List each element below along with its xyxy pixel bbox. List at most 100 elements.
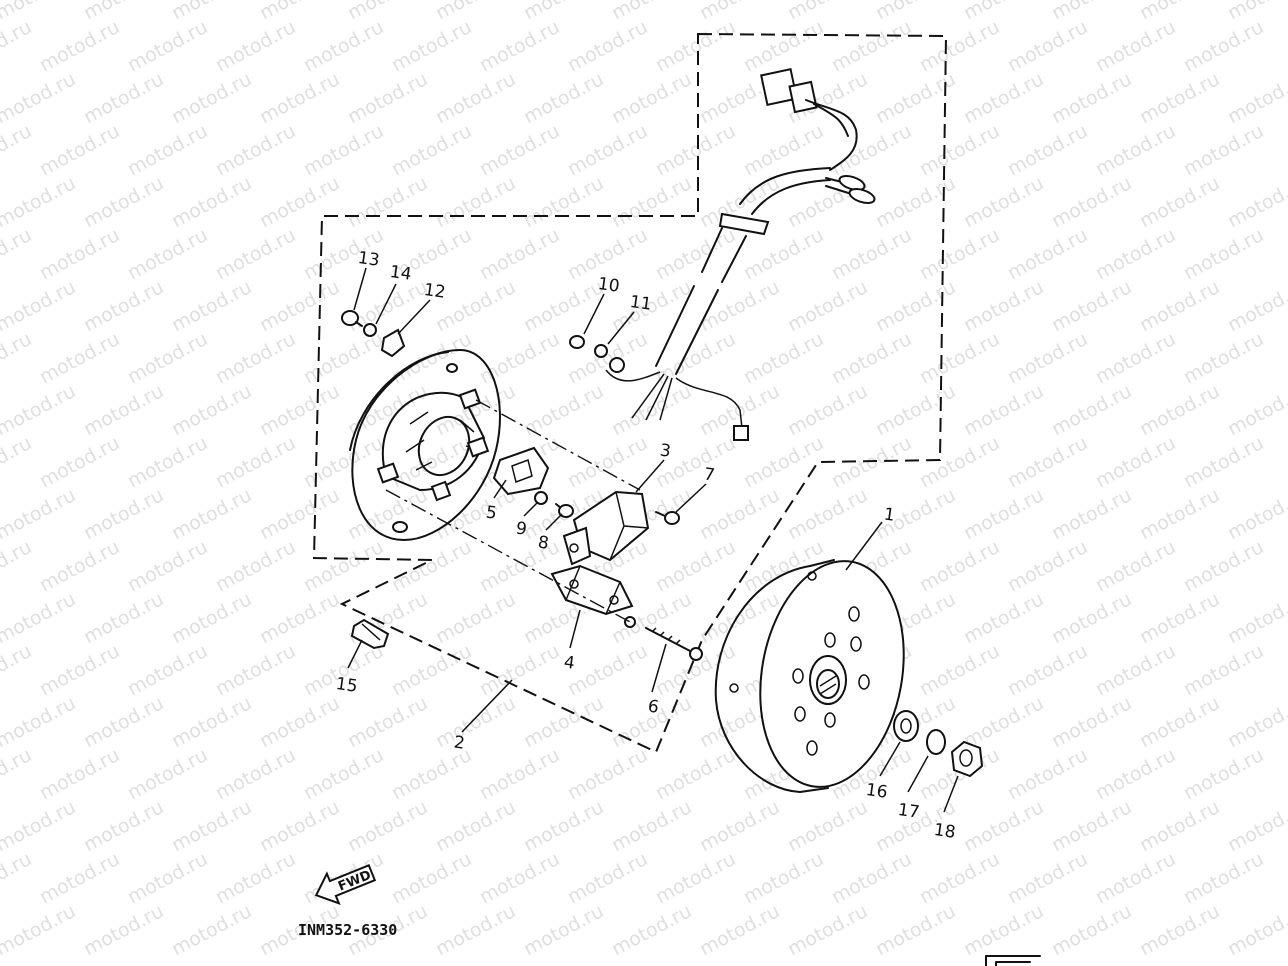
- watermark-text: motod.ru: [652, 120, 739, 180]
- watermark-text: motod.ru: [388, 16, 475, 76]
- watermark-text: motod.ru: [608, 900, 695, 960]
- watermark-text: motod.ru: [300, 432, 387, 492]
- watermark-text: motod.ru: [1180, 536, 1267, 596]
- watermark-text: motod.ru: [0, 120, 35, 180]
- watermark-text: motod.ru: [784, 900, 871, 960]
- watermark-text: motod.ru: [36, 640, 123, 700]
- watermark-text: motod.ru: [36, 224, 123, 284]
- watermark-text: motod.ru: [1136, 172, 1223, 232]
- watermark-text: motod.ru: [36, 16, 123, 76]
- part-18-nut: [950, 740, 984, 778]
- watermark-text: motod.ru: [1224, 900, 1288, 960]
- watermark-text: motod.ru: [960, 68, 1047, 128]
- watermark-text: motod.ru: [1136, 796, 1223, 856]
- watermark-text: motod.ru: [256, 380, 343, 440]
- watermark-text: motod.ru: [0, 16, 35, 76]
- callout-8: 8: [537, 533, 551, 554]
- watermark-text: motod.ru: [300, 120, 387, 180]
- watermark-text: motod.ru: [256, 0, 343, 24]
- watermark-text: motod.ru: [124, 640, 211, 700]
- callout-15: 15: [335, 674, 359, 697]
- watermark-text: motod.ru: [432, 0, 519, 24]
- watermark-text: motod.ru: [960, 276, 1047, 336]
- watermark-text: motod.ru: [168, 380, 255, 440]
- watermark-text: motod.ru: [388, 640, 475, 700]
- watermark-text: motod.ru: [1224, 588, 1288, 648]
- watermark-text: motod.ru: [1004, 120, 1091, 180]
- part-15-screw: [350, 618, 390, 650]
- watermark-text: motod.ru: [344, 796, 431, 856]
- watermark-text: motod.ru: [1048, 172, 1135, 232]
- watermark-text: motod.ru: [432, 796, 519, 856]
- watermark-text: motod.ru: [696, 796, 783, 856]
- part-14-washer: [363, 323, 377, 337]
- watermark-text: motod.ru: [0, 536, 35, 596]
- watermark-text: motod.ru: [80, 172, 167, 232]
- watermark-text: motod.ru: [1092, 328, 1179, 388]
- watermark-text: motod.ru: [520, 796, 607, 856]
- watermark-text: motod.ru: [124, 432, 211, 492]
- watermark-text: motod.ru: [872, 0, 959, 24]
- watermark-text: motod.ru: [212, 224, 299, 284]
- alignment-line: [385, 489, 631, 623]
- watermark-text: motod.ru: [80, 0, 167, 24]
- watermark-text: motod.ru: [960, 484, 1047, 544]
- callout-7: 7: [703, 465, 717, 486]
- watermark-text: motod.ru: [1048, 796, 1135, 856]
- watermark-text: motod.ru: [1136, 0, 1223, 24]
- watermark-text: motod.ru: [168, 484, 255, 544]
- watermark-text: motod.ru: [1048, 68, 1135, 128]
- watermark-text: motod.ru: [344, 172, 431, 232]
- watermark-text: motod.ru: [256, 796, 343, 856]
- callout-5: 5: [485, 503, 499, 524]
- watermark-text: motod.ru: [80, 900, 167, 960]
- watermark-text: motod.ru: [916, 328, 1003, 388]
- watermark-text: motod.ru: [1048, 276, 1135, 336]
- watermark-text: motod.ru: [124, 744, 211, 804]
- watermark-text: motod.ru: [80, 692, 167, 752]
- watermark-text: motod.ru: [1224, 68, 1288, 128]
- watermark-text: motod.ru: [1004, 536, 1091, 596]
- watermark-text: motod.ru: [124, 120, 211, 180]
- watermark-text: motod.ru: [80, 796, 167, 856]
- watermark-text: motod.ru: [828, 16, 915, 76]
- watermark-text: motod.ru: [872, 68, 959, 128]
- watermark-text: motod.ru: [828, 432, 915, 492]
- callout-13: 13: [357, 248, 381, 271]
- watermark-text: motod.ru: [0, 432, 35, 492]
- callout-1: 1: [883, 505, 897, 526]
- watermark-text: motod.ru: [388, 848, 475, 908]
- watermark-text: motod.ru: [1224, 796, 1288, 856]
- watermark-text: motod.ru: [1048, 484, 1135, 544]
- page-corner-frame: [985, 955, 1041, 966]
- watermark-text: motod.ru: [960, 692, 1047, 752]
- watermark-text: motod.ru: [520, 172, 607, 232]
- callout-11: 11: [629, 292, 653, 315]
- watermark-text: motod.ru: [344, 484, 431, 544]
- watermark-text: motod.ru: [1092, 640, 1179, 700]
- watermark-text: motod.ru: [564, 432, 651, 492]
- watermark-text: motod.ru: [652, 16, 739, 76]
- watermark-text: motod.ru: [960, 900, 1047, 960]
- watermark-text: motod.ru: [784, 276, 871, 336]
- leader-lines: [347, 267, 959, 813]
- watermark-text: motod.ru: [344, 276, 431, 336]
- watermark-text: motod.ru: [388, 536, 475, 596]
- watermark-text: motod.ru: [432, 172, 519, 232]
- watermark-text: motod.ru: [36, 536, 123, 596]
- part-7-screw: [655, 511, 680, 525]
- part-6-screw: [624, 616, 703, 661]
- watermark-text: motod.ru: [1092, 16, 1179, 76]
- watermark-text: motod.ru: [80, 68, 167, 128]
- watermark-text: motod.ru: [1136, 900, 1223, 960]
- watermark-text: motod.ru: [564, 16, 651, 76]
- watermark-text: motod.ru: [608, 68, 695, 128]
- watermark-text: motod.ru: [1136, 588, 1223, 648]
- callout-16: 16: [865, 780, 889, 803]
- part-17-lock-washer: [926, 729, 946, 755]
- watermark-text: motod.ru: [432, 588, 519, 648]
- watermark-text: motod.ru: [124, 328, 211, 388]
- watermark-text: motod.ru: [740, 16, 827, 76]
- watermark-text: motod.ru: [0, 796, 79, 856]
- watermark-text: motod.ru: [1180, 640, 1267, 700]
